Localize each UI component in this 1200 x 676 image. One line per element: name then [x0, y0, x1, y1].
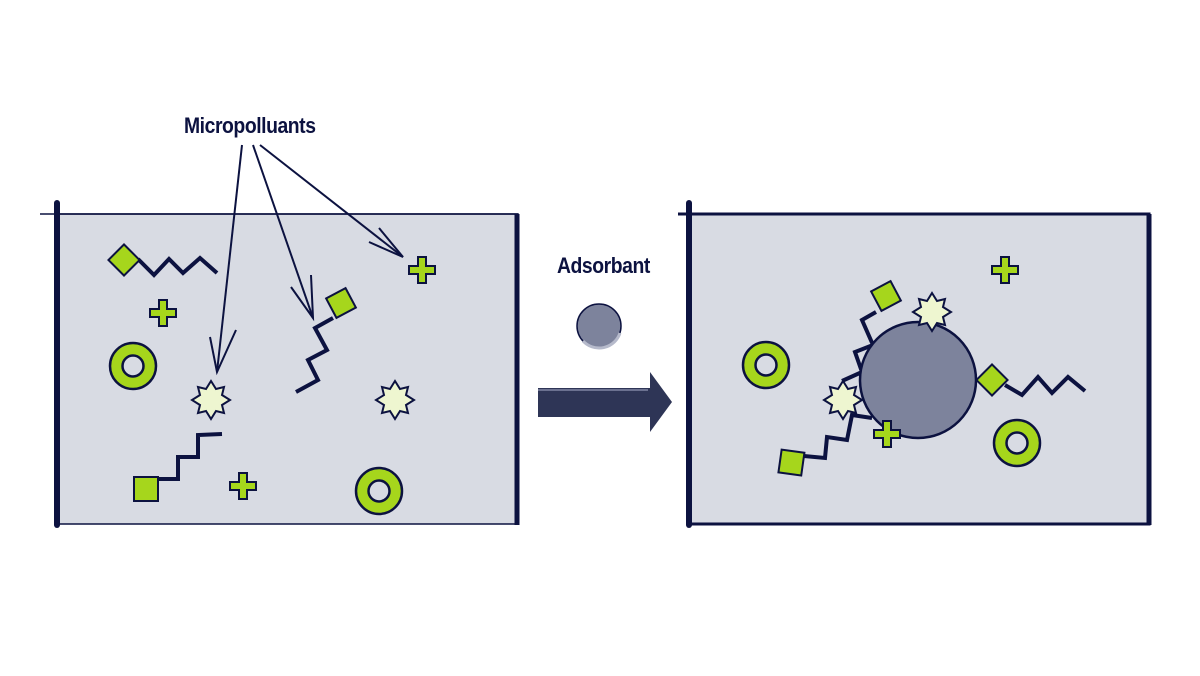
star-pollutant-adsorbed: [912, 292, 952, 332]
ring-pollutant: [992, 418, 1042, 468]
micropollutant-pointer-arrows: [209, 144, 404, 376]
adsorbent-particle-large: [858, 320, 978, 440]
adsorbent-particle: [576, 303, 622, 350]
ring-pollutant: [741, 340, 791, 390]
diamond-chain-pollutant: [107, 243, 219, 278]
square-chain-pollutant: [295, 286, 358, 394]
micropollutants-label: Micropolluants: [184, 113, 316, 138]
square-chain-pollutant: [133, 432, 223, 502]
diamond-chain-pollutant-adsorbed: [975, 363, 1087, 398]
tank-before: [40, 200, 520, 528]
tank-after: [678, 200, 1152, 528]
square-chain-pollutant: [777, 412, 873, 477]
adsorbent-label: Adsorbant: [557, 253, 650, 278]
ring-pollutant: [108, 341, 158, 391]
ring-pollutant: [354, 466, 404, 516]
star-pollutant: [375, 380, 415, 420]
process-arrow: [538, 372, 672, 432]
star-pollutant-adsorbed: [823, 380, 863, 420]
square-chain-pollutant: [841, 279, 903, 383]
star-pollutant: [191, 380, 231, 420]
